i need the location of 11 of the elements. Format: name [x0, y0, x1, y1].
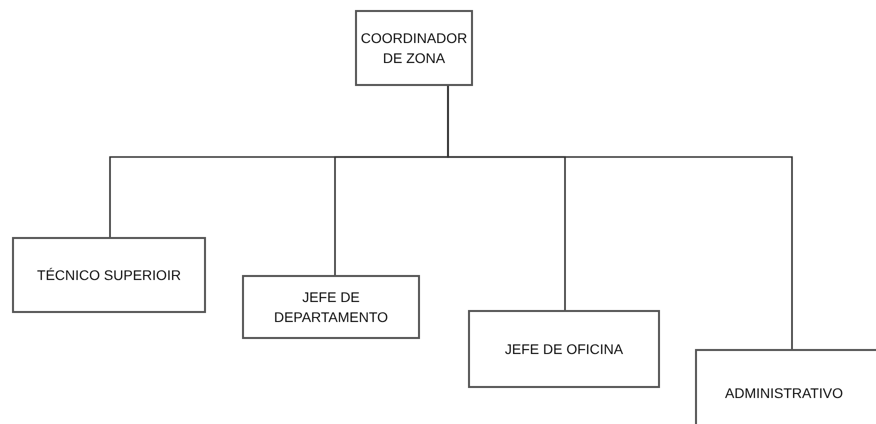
- org-box: [12, 237, 206, 313]
- position-title: JEFE DE DEPARTAMENTO: [272, 288, 390, 327]
- position-title: ADMINISTRATIVO: [724, 384, 844, 403]
- position-title: JEFE DE OFICINA: [504, 340, 624, 359]
- org-box: [468, 310, 660, 388]
- position-title: COORDINADOR DE ZONA: [360, 28, 468, 68]
- org-box: [355, 10, 473, 86]
- org-box: [695, 349, 876, 424]
- position-title: TÉCNICO SUPERIOIR: [36, 266, 182, 285]
- org-box: [242, 275, 420, 339]
- connector-line: [447, 86, 793, 349]
